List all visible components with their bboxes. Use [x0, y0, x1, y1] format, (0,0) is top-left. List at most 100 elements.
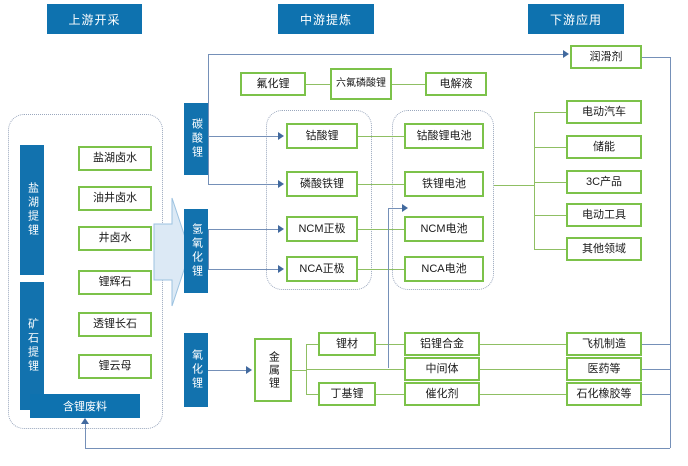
feed-carbonate-up-vertical [208, 54, 209, 136]
box-lithium-waste[interactable]: 含锂废料 [30, 394, 140, 418]
feed-hydroxide-to-ncm [208, 229, 278, 230]
link-to-butyl-lithium [306, 394, 318, 395]
box-ncm-cathode[interactable]: NCM正极 [286, 216, 358, 242]
source-box-lepidolite[interactable]: 锂云母 [78, 354, 152, 379]
link-lithium-material-to-alloy [376, 344, 404, 345]
box-lithium-iron-phosphate[interactable]: 磷酸铁锂 [286, 171, 358, 197]
box-label: 钴酸锂 [305, 129, 339, 142]
box-lithium-hexafluorophosphate[interactable]: 六氟磷酸锂 [330, 68, 392, 100]
box-lithium-material[interactable]: 锂材 [318, 332, 376, 356]
group-label-brine-extraction: 盐湖提锂 [20, 145, 44, 275]
box-label: 飞机制造 [582, 337, 626, 350]
box-lithium-fluoride[interactable]: 氟化锂 [240, 72, 306, 96]
box-nca-battery[interactable]: NCA电池 [404, 256, 484, 282]
box-petrochemical-rubber[interactable]: 石化橡胶等 [566, 382, 642, 406]
group-label-brine-extraction-text: 盐湖提锂 [26, 182, 39, 238]
link-applications-bus [534, 112, 535, 249]
recycle-into-waste [85, 424, 86, 448]
link-nca-to-nca-battery [358, 269, 404, 270]
feed-hydroxide-to-nca [208, 269, 278, 270]
upstream-to-midstream-arrow-icon [153, 197, 191, 307]
link-to-3c-products [534, 182, 566, 183]
source-box-oil-well-brine[interactable]: 油井卤水 [78, 186, 152, 211]
box-butyl-lithium[interactable]: 丁基锂 [318, 382, 376, 406]
box-lfp-battery[interactable]: 铁锂电池 [404, 171, 484, 197]
box-label: NCA正极 [299, 262, 345, 275]
source-label: 锂辉石 [98, 276, 132, 289]
box-label: 中间体 [425, 362, 459, 375]
box-label: 电解液 [439, 77, 473, 90]
group-label-ore-extraction-text: 矿石提锂 [26, 318, 39, 374]
box-ncm-battery[interactable]: NCM电池 [404, 216, 484, 242]
source-box-salt-lake-brine[interactable]: 盐湖卤水 [78, 146, 152, 171]
header-upstream: 上游开采 [47, 4, 142, 34]
box-catalyst[interactable]: 催化剂 [404, 382, 480, 406]
riser-to-battery-group-top [388, 208, 402, 209]
box-label: 电动汽车 [582, 105, 626, 118]
riser-to-battery-group [388, 208, 389, 368]
box-aircraft-manufacturing[interactable]: 飞机制造 [566, 332, 642, 356]
box-lubricant[interactable]: 润滑剂 [570, 45, 642, 69]
link-alloy-to-aircraft [480, 344, 566, 345]
source-box-well-brine[interactable]: 井卤水 [78, 226, 152, 251]
box-metal-lithium[interactable]: 金属锂 [254, 338, 292, 402]
link-to-power-tools [534, 215, 566, 216]
box-label: 六氟磷酸锂 [336, 78, 386, 90]
box-electrolyte[interactable]: 电解液 [425, 72, 487, 96]
box-label: 铁锂电池 [422, 177, 466, 190]
battery-group-container [392, 110, 494, 290]
arrow-to-nca-icon [278, 265, 284, 273]
header-midstream: 中游提炼 [278, 4, 374, 34]
feed-oxide-to-metal-lithium [208, 370, 246, 371]
source-box-spodumene[interactable]: 锂辉石 [78, 270, 152, 295]
header-downstream: 下游应用 [528, 4, 624, 34]
link-lfp-to-lfp-battery [358, 184, 404, 185]
box-al-li-alloy[interactable]: 铝锂合金 [404, 332, 480, 356]
feed-carbonate-to-lco [208, 136, 278, 137]
recycle-tap-petrochemical [642, 394, 670, 395]
source-label: 透锂长石 [93, 318, 137, 331]
link-to-other-fields [534, 249, 566, 250]
link-intermediate-to-pharmaceutical [480, 369, 566, 370]
box-label: 石化橡胶等 [576, 387, 632, 400]
link-metal-lithium-stem [292, 370, 306, 371]
box-label: 润滑剂 [589, 50, 623, 63]
box-3c-products[interactable]: 3C产品 [566, 170, 642, 194]
box-lithium-cobaltate[interactable]: 钴酸锂 [286, 123, 358, 149]
cathode-group-container [266, 110, 372, 290]
intermediate-lithium-carbonate[interactable]: 碳酸锂 [184, 103, 208, 175]
link-to-intermediate [306, 369, 404, 370]
link-lco-to-lco-battery [358, 136, 404, 137]
header-upstream-label: 上游开采 [68, 12, 121, 27]
box-nca-cathode[interactable]: NCA正极 [286, 256, 358, 282]
intermediate-lithium-hydroxide[interactable]: 氢氧化锂 [184, 209, 208, 293]
feed-carbonate-to-lfp [208, 184, 278, 185]
box-intermediate[interactable]: 中间体 [404, 357, 480, 381]
box-power-tools[interactable]: 电动工具 [566, 203, 642, 227]
box-label: 丁基锂 [330, 387, 364, 400]
group-label-ore-extraction: 矿石提锂 [20, 282, 44, 410]
header-midstream-label: 中游提炼 [299, 12, 352, 27]
box-other-fields[interactable]: 其他领域 [566, 237, 642, 261]
box-label: 锂材 [336, 337, 358, 350]
link-battery-group-stem [494, 185, 534, 186]
box-label: NCM正极 [298, 222, 346, 235]
box-electric-vehicle[interactable]: 电动汽车 [566, 100, 642, 124]
intermediate-lithium-oxide[interactable]: 氧化锂 [184, 333, 208, 407]
intermediate-label: 氢氧化锂 [190, 223, 203, 279]
arrow-to-ncm-icon [278, 225, 284, 233]
recycle-tap-aircraft [642, 344, 670, 345]
box-label: 医药等 [587, 362, 621, 375]
source-label: 油井卤水 [93, 192, 137, 205]
box-energy-storage[interactable]: 储能 [566, 135, 642, 159]
source-box-petalite[interactable]: 透锂长石 [78, 312, 152, 337]
box-label: 磷酸铁锂 [300, 177, 344, 190]
link-catalyst-to-petrochemical [480, 394, 566, 395]
link-butyl-lithium-to-catalyst [376, 394, 404, 395]
source-label: 锂云母 [98, 360, 132, 373]
feed-carbonate-to-lubricant [208, 54, 563, 55]
box-lco-battery[interactable]: 钴酸锂电池 [404, 123, 484, 149]
box-pharmaceutical[interactable]: 医药等 [566, 357, 642, 381]
source-label: 井卤水 [98, 232, 132, 245]
